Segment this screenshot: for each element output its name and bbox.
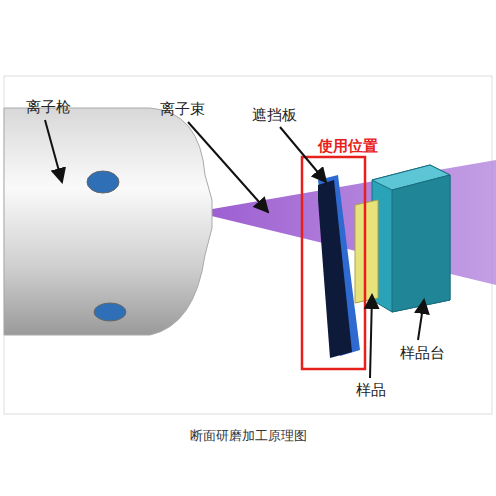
part-name: 样品台 <box>400 344 445 362</box>
frame <box>4 76 492 414</box>
position-note: 使用位置 <box>318 137 378 155</box>
gun-hole <box>87 171 119 193</box>
leader-lines <box>45 120 424 378</box>
caption: 断面研磨加工原理图 <box>190 428 307 444</box>
ion-gun <box>4 108 212 335</box>
stage-side <box>392 175 450 312</box>
part-name: 离子枪 <box>26 98 71 116</box>
sample <box>355 200 378 303</box>
sample-stage <box>372 165 450 312</box>
part-name: 样品 <box>356 381 386 399</box>
part-name: 遮挡板 <box>252 106 297 124</box>
shield-plate <box>318 180 352 358</box>
part-name: 离子束 <box>160 100 205 118</box>
gun-hole <box>94 303 126 321</box>
use-position-box <box>302 157 365 369</box>
